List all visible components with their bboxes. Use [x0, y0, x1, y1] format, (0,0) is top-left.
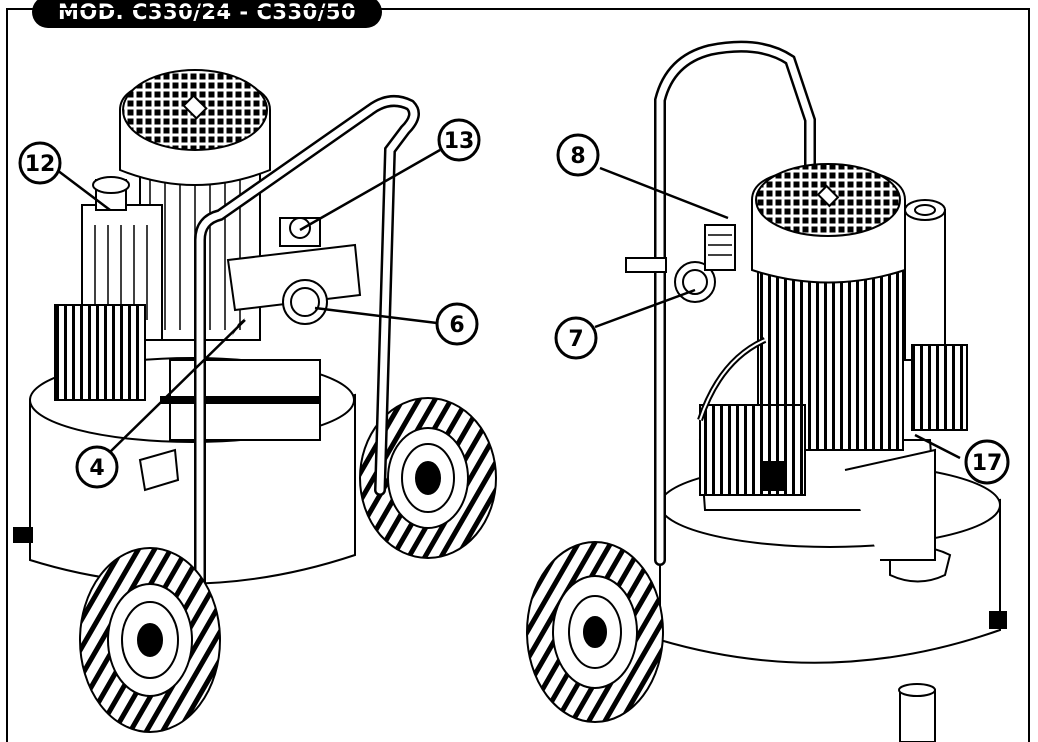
- right-cylinder-fins-rear: [911, 344, 968, 431]
- callout-17: 17: [964, 439, 1010, 485]
- left-compressor-view: [13, 69, 497, 733]
- leader-6: [314, 306, 438, 325]
- right-drain-valve: [989, 611, 1007, 629]
- svg-text:12: 12: [25, 152, 56, 177]
- model-title-badge: MOD. C330/24 - C330/50: [32, 0, 383, 28]
- callout-leaders: [56, 148, 961, 460]
- leader-7: [594, 288, 696, 329]
- svg-text:7: 7: [568, 327, 583, 352]
- leader-8: [599, 166, 729, 220]
- callout-6: 6: [435, 302, 479, 346]
- callout-13: 13: [437, 118, 481, 162]
- right-compressor-view: [526, 40, 1007, 742]
- svg-text:17: 17: [972, 451, 1003, 476]
- callout-8: 8: [556, 133, 600, 177]
- left-regulator-panel: [226, 243, 362, 312]
- right-pressure-switch: [904, 209, 946, 361]
- right-regulator: [704, 224, 736, 271]
- leader-4: [109, 319, 246, 453]
- right-cylinder-fins-front: [699, 404, 806, 496]
- svg-text:4: 4: [89, 456, 104, 481]
- leader-12: [56, 169, 111, 211]
- svg-text:8: 8: [570, 144, 585, 169]
- svg-text:13: 13: [444, 129, 475, 154]
- left-rear-wheel: [359, 397, 497, 559]
- left-front-wheel: [79, 547, 221, 733]
- left-cylinder-fins: [54, 304, 146, 401]
- left-drain-valve: [13, 527, 33, 543]
- figure-frame: [6, 8, 1030, 742]
- svg-text:6: 6: [449, 313, 464, 338]
- leader-17: [914, 433, 961, 460]
- leader-13: [299, 148, 441, 232]
- callout-7: 7: [554, 316, 598, 360]
- callout-4: 4: [75, 445, 119, 489]
- callout-12: 12: [18, 141, 62, 185]
- right-front-wheel: [526, 541, 664, 723]
